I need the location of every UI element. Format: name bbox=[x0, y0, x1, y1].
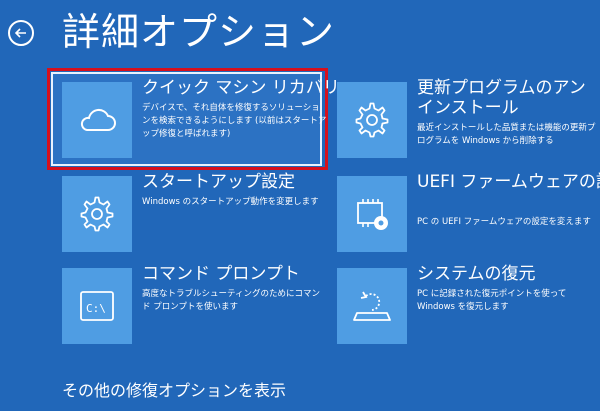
option-title: クイック マシン リカバリー bbox=[142, 78, 357, 98]
gear-icon bbox=[355, 102, 389, 138]
option-title: UEFI ファームウェアの設定 bbox=[417, 172, 600, 192]
option-title: コマンド プロンプト bbox=[142, 264, 300, 284]
option-description: デバイスで、それ自体を修復するソリューションを検索できるようにします (以前はス… bbox=[142, 103, 327, 139]
gear-icon bbox=[80, 196, 114, 232]
chip-gear-icon bbox=[357, 199, 388, 230]
option-uninstall-updates[interactable]: 更新プログラムのアンインストール 最近インストールした品質または機能の更新プログ… bbox=[337, 78, 600, 170]
option-tile: C:\ bbox=[62, 268, 132, 344]
system-restore-icon bbox=[353, 291, 391, 321]
option-tile bbox=[62, 82, 132, 158]
option-tile bbox=[337, 176, 407, 252]
highlight-frame bbox=[47, 68, 328, 170]
option-description: 最近インストールした品質または機能の更新プログラムを Windows から削除す… bbox=[417, 123, 596, 146]
option-title: 更新プログラムのアンインストール bbox=[417, 78, 586, 118]
option-title: システムの復元 bbox=[417, 264, 536, 284]
svg-text:C:\: C:\ bbox=[86, 302, 106, 315]
option-description: Windows のスタートアップ動作を変更します bbox=[142, 197, 319, 207]
option-description: 高度なトラブルシューティングのためにコマンド プロンプトを使います bbox=[142, 289, 320, 312]
option-system-restore[interactable]: システムの復元 PC に記録された復元ポイントを使って Windows を復元し… bbox=[337, 264, 600, 356]
page-title: 詳細オプション bbox=[62, 10, 336, 54]
cloud-icon bbox=[80, 108, 116, 131]
back-button[interactable] bbox=[8, 20, 34, 46]
command-prompt-icon: C:\ bbox=[80, 291, 114, 321]
option-tile bbox=[62, 176, 132, 252]
option-uefi-firmware-settings[interactable]: UEFI ファームウェアの設定 PC の UEFI ファームウェアの設定を変えま… bbox=[337, 172, 600, 264]
option-tile bbox=[337, 268, 407, 344]
option-startup-settings[interactable]: スタートアップ設定 Windows のスタートアップ動作を変更します bbox=[62, 172, 330, 264]
more-repair-options-link[interactable]: その他の修復オプションを表示 bbox=[62, 381, 287, 400]
option-description: PC に記録された復元ポイントを使って Windows を復元します bbox=[417, 289, 567, 312]
back-arrow-icon bbox=[14, 28, 26, 38]
option-tile bbox=[337, 82, 407, 158]
option-title: スタートアップ設定 bbox=[142, 172, 295, 192]
option-description: PC の UEFI ファームウェアの設定を変えます bbox=[417, 217, 591, 227]
option-command-prompt[interactable]: C:\ コマンド プロンプト 高度なトラブルシューティングのためにコマンド プロ… bbox=[62, 264, 330, 356]
option-quick-machine-recovery[interactable]: クイック マシン リカバリー デバイスで、それ自体を修復するソリューションを検索… bbox=[62, 78, 357, 170]
